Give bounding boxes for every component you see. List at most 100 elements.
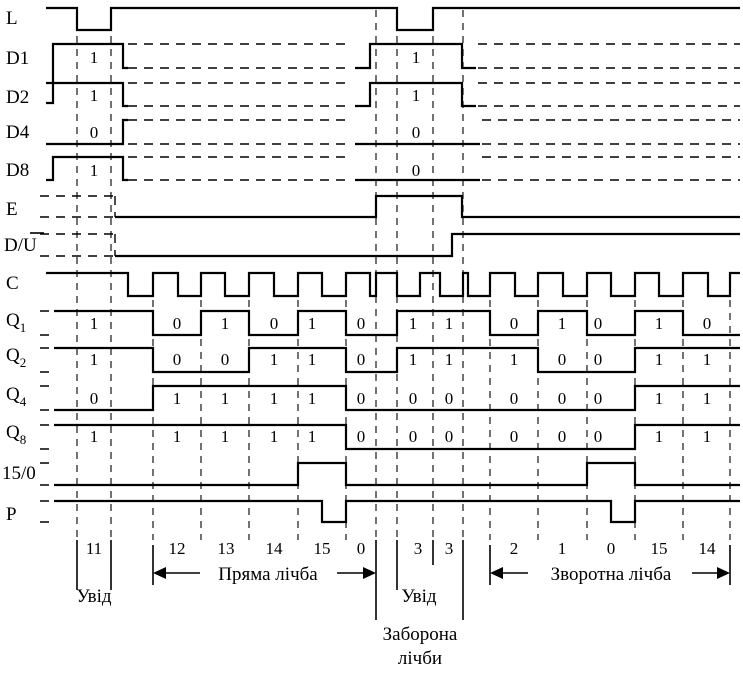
input-values: 1 1 1 1 0 0 1 0 xyxy=(90,48,421,180)
Q4-value: 1 xyxy=(703,389,712,408)
count-up-label: Пряма лічба xyxy=(218,564,318,585)
count-down-label: Зворотна лічба xyxy=(551,564,672,585)
counter-state: 14 xyxy=(266,539,284,558)
label-D4: D4 xyxy=(6,122,30,143)
label-L: L xyxy=(6,8,18,29)
counter-state: 0 xyxy=(607,539,616,558)
Q1-value: 0 xyxy=(594,314,603,333)
D2-value: 1 xyxy=(90,86,99,105)
counter-state: 2 xyxy=(510,539,519,558)
counter-state: 3 xyxy=(445,539,454,558)
D4-value: 0 xyxy=(412,123,421,142)
Q4-value: 0 xyxy=(357,389,366,408)
Q2-value: 1 xyxy=(445,350,454,369)
D8-value: 1 xyxy=(90,161,99,180)
Q4-value: 0 xyxy=(90,389,99,408)
Q1-value: 1 xyxy=(655,314,664,333)
wave-Q1 xyxy=(40,309,740,337)
Q1-value: 0 xyxy=(270,314,279,333)
count-down-arrow xyxy=(490,567,730,579)
Q8-value: 1 xyxy=(308,427,317,446)
Q1-value: 1 xyxy=(445,314,454,333)
load-label-1: Увід xyxy=(76,586,112,607)
time-markers xyxy=(76,10,731,540)
wave-L xyxy=(46,6,740,32)
counter-state: 1 xyxy=(558,539,567,558)
Q8-value: 1 xyxy=(221,427,230,446)
Q2-value: 0 xyxy=(594,350,603,369)
Q2-value: 1 xyxy=(655,350,664,369)
D1-value: 1 xyxy=(90,48,99,67)
wave-D4 xyxy=(46,118,740,146)
Q1-value: 1 xyxy=(90,314,99,333)
Q2-value: 0 xyxy=(558,350,567,369)
Q2-value: 1 xyxy=(90,350,99,369)
Q4-value: 0 xyxy=(409,389,418,408)
wave-DU xyxy=(40,232,740,258)
Q8-value: 1 xyxy=(655,427,664,446)
output-values: 1 0 1 0 1 0 1 1 0 1 0 1 0 1 0 0 1 1 0 1 1 1 0 0 1 1 0 1 1 1 1 0 0 0 0 0 0 1 1 1… xyxy=(90,314,712,446)
Q1-value: 1 xyxy=(409,314,418,333)
Q8-value: 1 xyxy=(270,427,279,446)
label-C: C xyxy=(6,273,19,294)
label-D1: D1 xyxy=(6,48,29,69)
wave-15-0 xyxy=(40,461,740,487)
Q4-value: 1 xyxy=(308,389,317,408)
Q4-value: 1 xyxy=(270,389,279,408)
Q2-value: 1 xyxy=(308,350,317,369)
counter-state: 12 xyxy=(169,539,186,558)
Q1-value: 0 xyxy=(357,314,366,333)
D1-value: 1 xyxy=(412,48,421,67)
Q8-value: 0 xyxy=(558,427,567,446)
Q2-value: 1 xyxy=(270,350,279,369)
Q8-value: 0 xyxy=(445,427,454,446)
Q2-value: 1 xyxy=(510,350,519,369)
Q4-value: 0 xyxy=(510,389,519,408)
wave-P xyxy=(40,499,740,524)
D2-value: 1 xyxy=(412,86,421,105)
signal-labels: L D1 D2 D4 D8 E D/U C Q1 Q2 Q4 Q8 15/0 P xyxy=(2,8,44,525)
label-15-0: 15/0 xyxy=(2,463,36,484)
wave-Q4 xyxy=(40,384,740,412)
Q2-value: 1 xyxy=(409,350,418,369)
Q1-value: 1 xyxy=(308,314,317,333)
label-D2: D2 xyxy=(6,87,29,108)
Q1-value: 0 xyxy=(510,314,519,333)
Q2-value: 0 xyxy=(357,350,366,369)
Q1-value: 0 xyxy=(703,314,712,333)
label-DU: D/U xyxy=(4,235,37,256)
label-Q8: Q8 xyxy=(6,422,26,447)
Q4-value: 1 xyxy=(221,389,230,408)
Q8-value: 0 xyxy=(594,427,603,446)
Q4-value: 0 xyxy=(445,389,454,408)
Q2-value: 1 xyxy=(703,350,712,369)
wave-D1 xyxy=(46,42,740,85)
wave-Q8 xyxy=(40,423,740,451)
counter-state: 15 xyxy=(314,539,331,558)
count-inhibit-label-1: Заборона xyxy=(383,624,458,645)
Q1-value: 1 xyxy=(221,314,230,333)
label-D8: D8 xyxy=(6,160,29,181)
Q4-value: 0 xyxy=(594,389,603,408)
Q8-value: 1 xyxy=(703,427,712,446)
wave-E xyxy=(40,194,740,219)
Q4-value: 1 xyxy=(655,389,664,408)
Q8-value: 1 xyxy=(173,427,182,446)
counter-state: 15 xyxy=(651,539,668,558)
Q2-value: 0 xyxy=(173,350,182,369)
wave-Q2 xyxy=(40,346,740,374)
count-inhibit-label-2: лічби xyxy=(398,648,442,669)
count-up-arrow xyxy=(153,567,376,579)
wave-C xyxy=(46,271,740,298)
counter-state: 3 xyxy=(414,539,423,558)
counter-state: 11 xyxy=(86,539,102,558)
load-label-2: Увід xyxy=(401,586,437,607)
Q1-value: 1 xyxy=(558,314,567,333)
Q4-value: 0 xyxy=(558,389,567,408)
label-Q1: Q1 xyxy=(6,310,26,335)
Q4-value: 1 xyxy=(173,389,182,408)
label-Q4: Q4 xyxy=(6,384,27,409)
